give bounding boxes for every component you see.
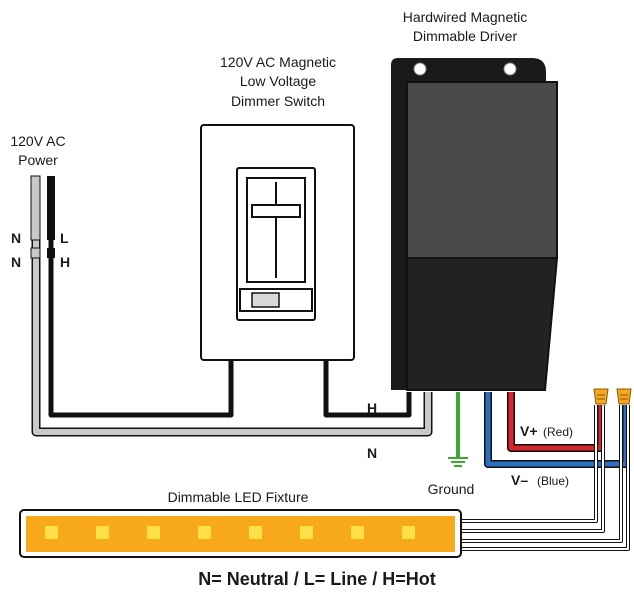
dimmer-title-line2: Low Voltage [240, 73, 316, 89]
v-plus-color-label: (Red) [543, 425, 573, 439]
label-hot-driver: H [367, 400, 377, 416]
label-neutral-top: N [11, 230, 21, 246]
label-neutral-bottom: N [11, 254, 21, 270]
driver-body-lower [406, 257, 559, 391]
dimmer-switch [200, 124, 355, 361]
label-neutral-driver: N [367, 445, 377, 461]
fixture-label: Dimmable LED Fixture [168, 489, 309, 505]
hot-wire-to-driver [323, 360, 412, 418]
dimmable-driver [391, 58, 559, 391]
power-title-line1: 120V AC [10, 133, 65, 149]
power-title-line2: Power [18, 152, 58, 168]
v-minus-color-label: (Blue) [537, 474, 569, 488]
label-line: L [60, 230, 69, 246]
power-source-leads [30, 175, 55, 259]
v-minus-label: V– [511, 472, 528, 488]
led-chips [45, 526, 415, 539]
driver-title-line1: Hardwired Magnetic [403, 9, 528, 25]
legend-caption: N= Neutral / L= Line / H=Hot [198, 569, 436, 589]
wire-nut-positive [593, 388, 609, 405]
wire-nut-negative [616, 388, 632, 405]
driver-mount-hole-left [413, 62, 427, 76]
dimmer-title-line3: Dimmer Switch [231, 93, 325, 109]
fixture-leads [459, 405, 630, 551]
v-plus-label: V+ [520, 423, 538, 439]
driver-body-upper [406, 81, 558, 259]
positive-wire [507, 392, 605, 452]
driver-mount-hole-right [503, 62, 517, 76]
ground-label: Ground [428, 481, 475, 497]
hot-wire-to-dimmer [48, 176, 234, 418]
led-fixture [19, 509, 462, 558]
dimmer-slider-knob [251, 204, 301, 218]
label-hot-source: H [60, 254, 70, 270]
driver-title-line2: Dimmable Driver [413, 28, 518, 44]
dimmer-title-line1: 120V AC Magnetic [220, 54, 336, 70]
ground-symbol [448, 457, 468, 467]
